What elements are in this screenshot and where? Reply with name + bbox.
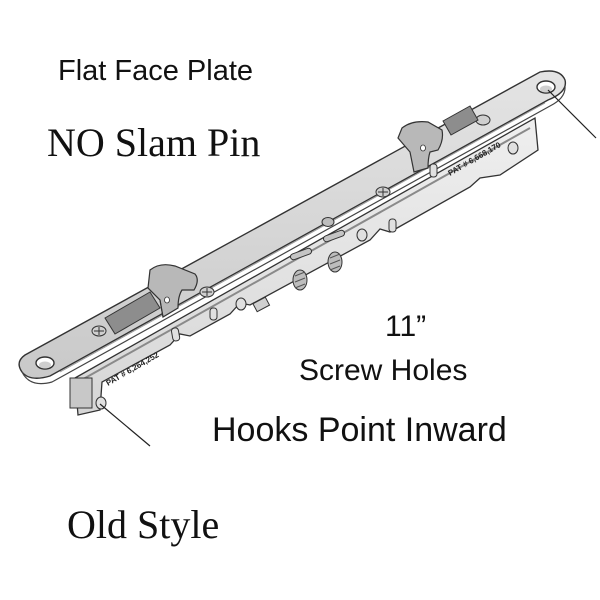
upper-callout-line [547, 89, 597, 139]
screw-spacing-value: 11” [385, 310, 427, 343]
style-label: Old Style [67, 502, 220, 547]
hook-slots [104, 105, 479, 335]
lower-hook [147, 264, 198, 318]
faceplate-screws [91, 114, 491, 337]
faceplate-type-label: Flat Face Plate [58, 55, 254, 87]
upper-hook [397, 121, 444, 173]
slam-pin-label: NO Slam Pin [47, 120, 261, 165]
lower-callout-line [99, 403, 151, 447]
hook-direction-label: Hooks Point Inward [212, 411, 507, 449]
upper-screw-hole [536, 80, 556, 94]
lower-screw-hole [35, 356, 55, 370]
case-details [95, 141, 519, 410]
screw-holes-label: Screw Holes [299, 354, 468, 387]
